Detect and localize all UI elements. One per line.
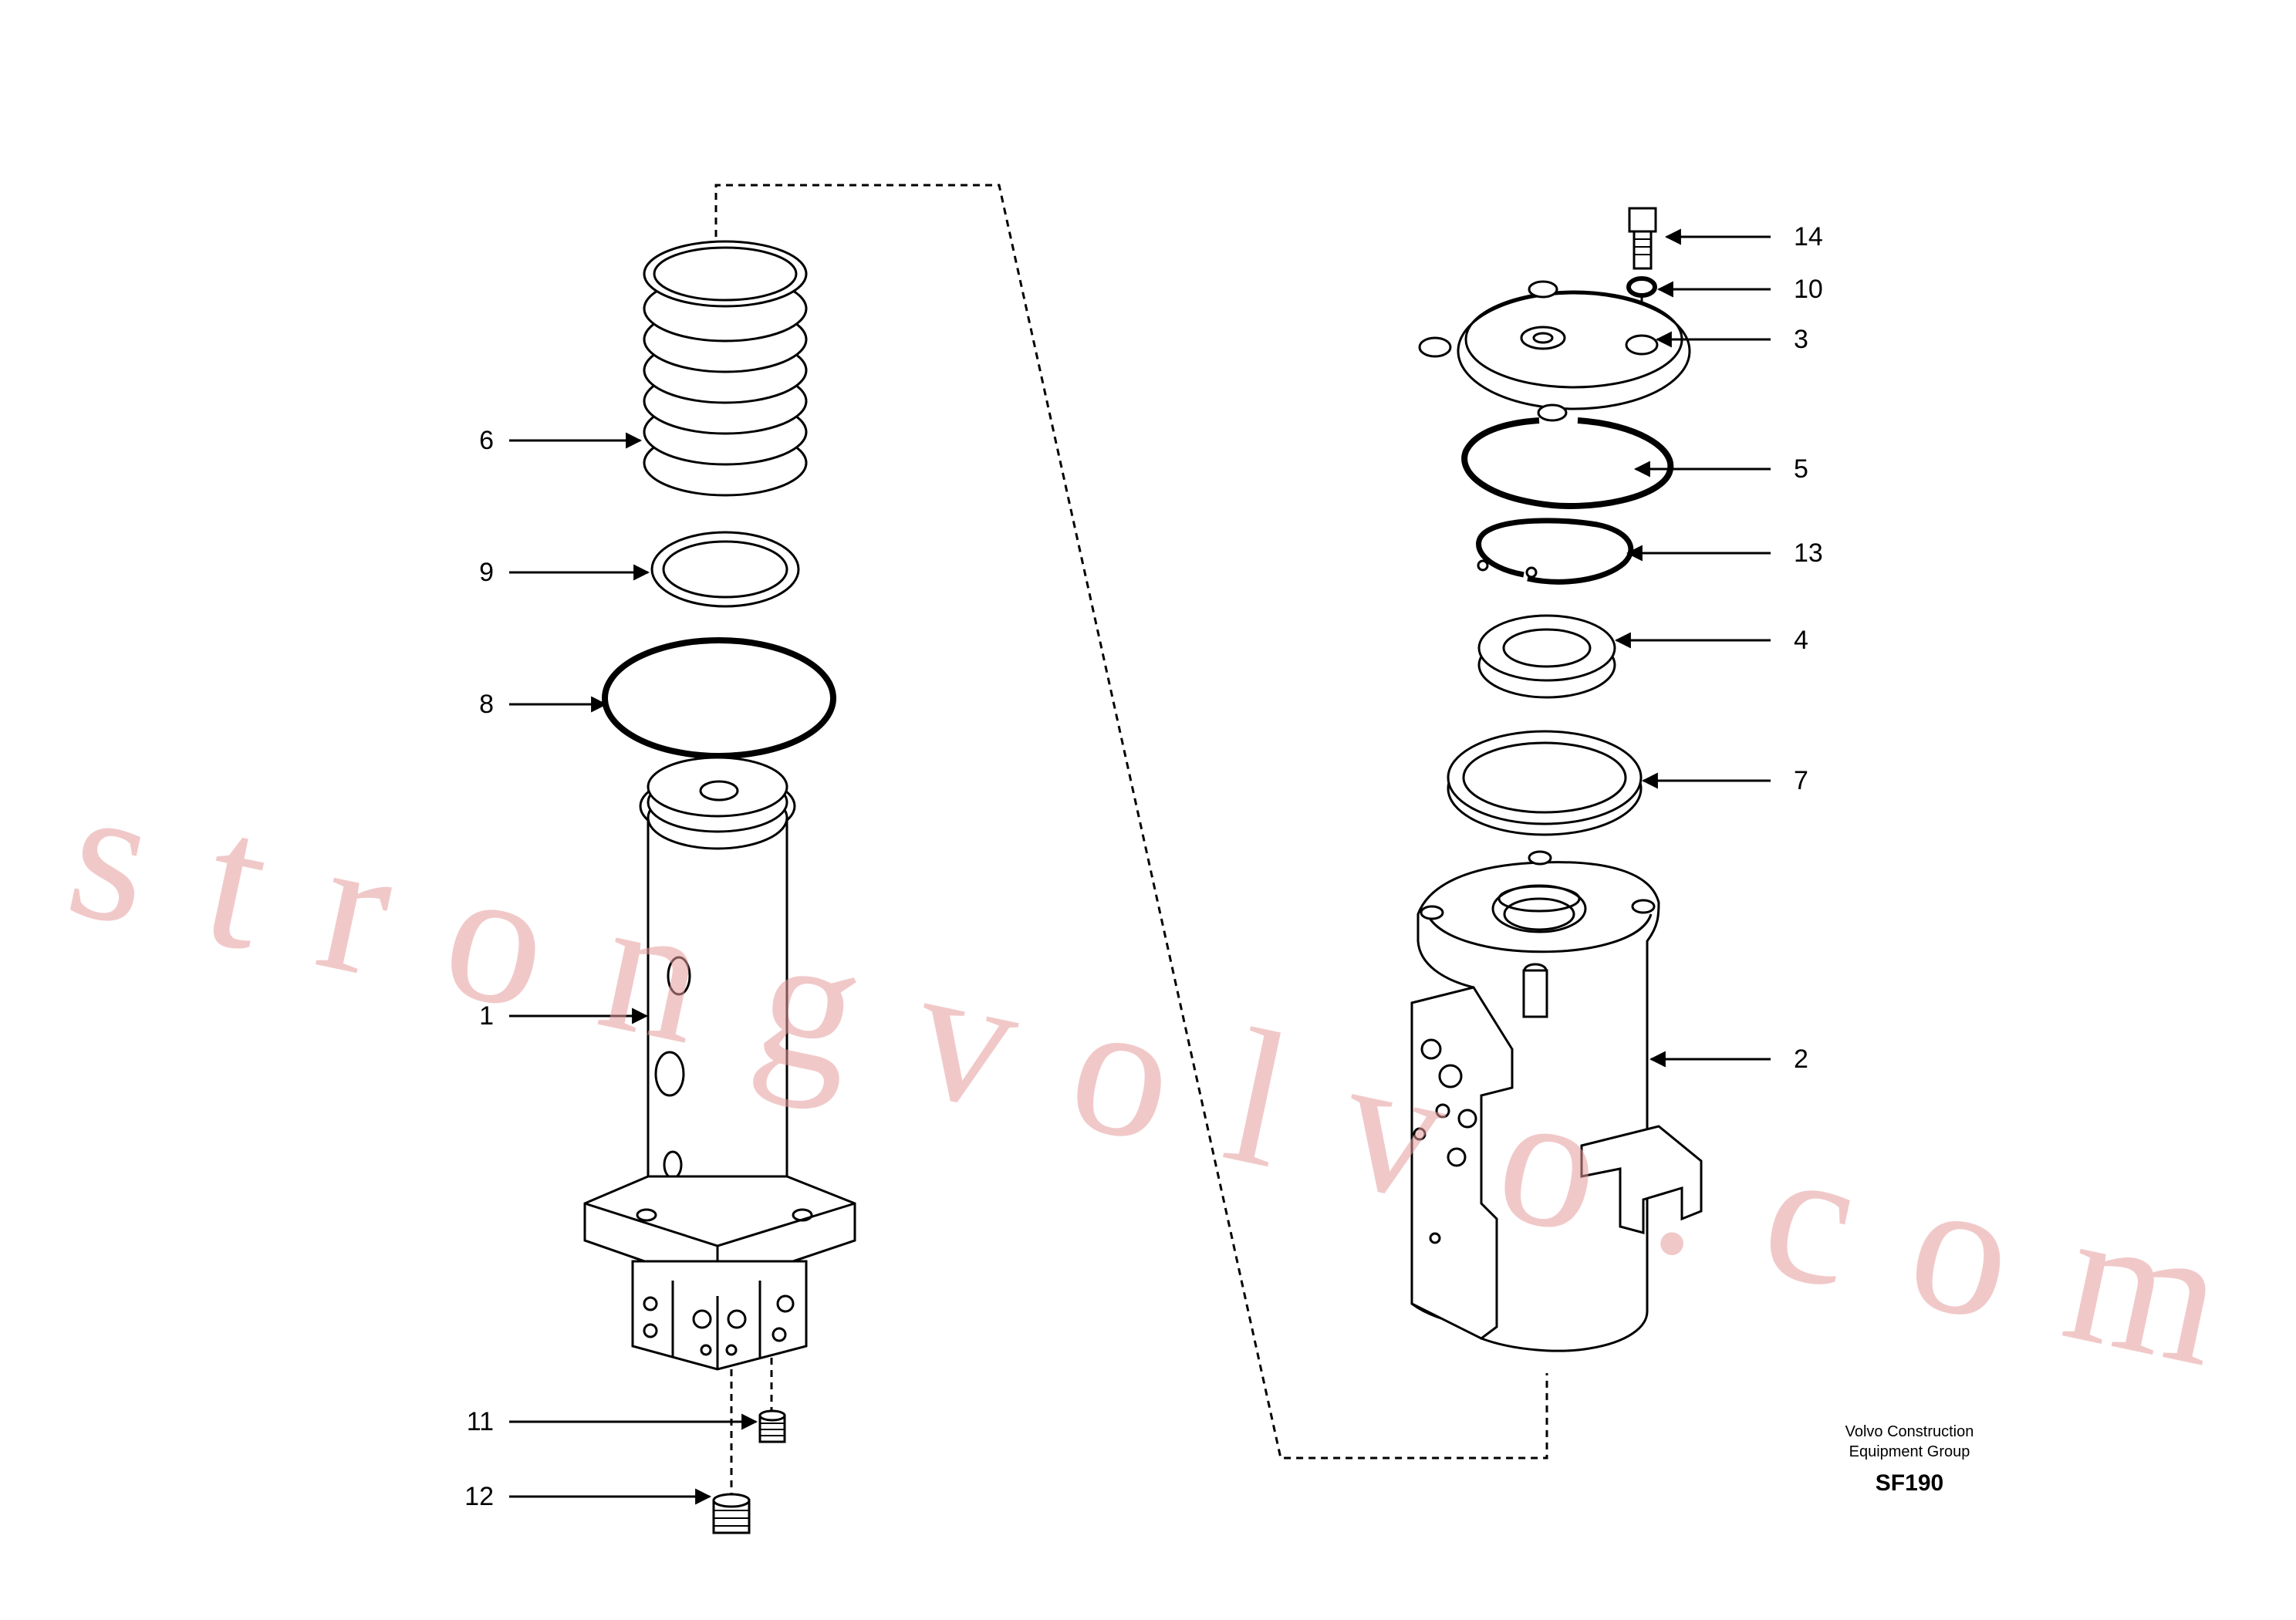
assembly-dashed-line bbox=[714, 184, 1548, 1460]
callout-5: 5 bbox=[1794, 454, 1808, 484]
part-7-ring bbox=[1447, 730, 1643, 836]
part-12-plug bbox=[712, 1493, 751, 1534]
credit-line-1: Volvo Construction bbox=[1845, 1423, 1974, 1440]
callout-11: 11 bbox=[467, 1407, 494, 1436]
watermark-text: strongvolvo.com bbox=[53, 743, 2241, 1407]
part-8-o-ring bbox=[602, 637, 836, 759]
credit-line-2: Equipment Group bbox=[1849, 1443, 1970, 1460]
callout-14: 14 bbox=[1794, 222, 1823, 251]
part-1-center-shaft bbox=[583, 756, 856, 1371]
callout-9: 9 bbox=[479, 558, 494, 587]
part-4-thrust-washer bbox=[1477, 614, 1616, 699]
callout-4: 4 bbox=[1794, 626, 1808, 655]
callout-6: 6 bbox=[479, 426, 494, 455]
part-11-plug bbox=[758, 1409, 786, 1443]
part-10-washer bbox=[1626, 276, 1657, 298]
drawing-code: SF190 bbox=[1876, 1470, 1943, 1496]
callout-8: 8 bbox=[479, 690, 494, 719]
callout-7: 7 bbox=[1794, 766, 1808, 795]
callout-1: 1 bbox=[479, 1001, 494, 1031]
callout-10: 10 bbox=[1794, 275, 1823, 304]
part-5-snap-ring bbox=[1461, 417, 1674, 509]
callout-13: 13 bbox=[1794, 538, 1823, 568]
callout-12: 12 bbox=[464, 1482, 494, 1511]
part-9-ring bbox=[650, 531, 800, 608]
part-13-retaining-ring bbox=[1476, 518, 1634, 585]
callout-2: 2 bbox=[1794, 1045, 1808, 1074]
part-3-cover-plate bbox=[1418, 280, 1691, 422]
part-14-bolt bbox=[1628, 207, 1657, 270]
part-2-housing bbox=[1410, 850, 1703, 1352]
leader-lines bbox=[509, 228, 1771, 1505]
part-6-seal-stack bbox=[643, 240, 808, 497]
callout-3: 3 bbox=[1794, 325, 1808, 354]
